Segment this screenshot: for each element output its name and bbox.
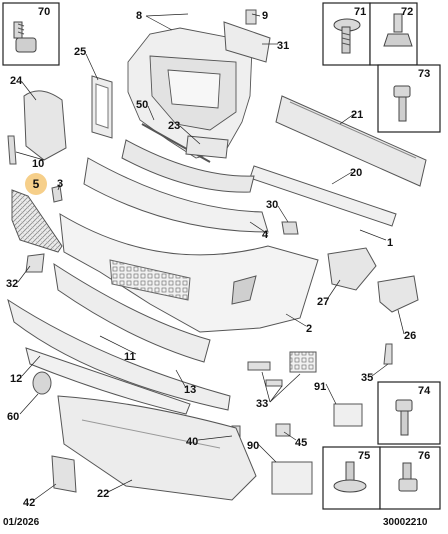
callout-33[interactable]: 33: [256, 398, 269, 410]
part-31-seal: [223, 21, 271, 63]
part-13-spoiler: [25, 347, 191, 415]
part-23-plate: [185, 135, 229, 159]
callout-60[interactable]: 60: [7, 411, 20, 423]
fastener-box-label-71: 71: [354, 6, 367, 18]
part-8-frame: [127, 27, 253, 159]
callout-32[interactable]: 32: [6, 278, 19, 290]
callout-8[interactable]: 8: [136, 10, 143, 22]
callout-26[interactable]: 26: [404, 330, 417, 342]
bolt-icon: [13, 21, 37, 53]
fastener-box-label-74: 74: [418, 385, 431, 397]
callout-20[interactable]: 20: [350, 167, 363, 179]
part-60-cap: [32, 371, 52, 395]
callout-27[interactable]: 27: [317, 296, 330, 308]
callout-35[interactable]: 35: [361, 372, 374, 384]
part-5-lower-grille: [11, 189, 63, 253]
part-21-beam: [275, 95, 427, 187]
screw-icon: [333, 18, 361, 54]
screw-icon: [333, 461, 367, 493]
callout-2[interactable]: 2: [306, 323, 313, 335]
bolt-icon: [383, 13, 413, 47]
callout-50[interactable]: 50: [136, 99, 149, 111]
callout-3[interactable]: 3: [57, 178, 64, 190]
fastener-box-72: [369, 2, 418, 66]
callout-22[interactable]: 22: [97, 488, 110, 500]
callout-24[interactable]: 24: [10, 75, 23, 87]
part-25-bracket: [91, 75, 113, 139]
part-20-absorber: [249, 165, 397, 227]
part-45-clip: [275, 423, 291, 437]
part-4-upper-beam: [83, 139, 269, 233]
fastener-box-76: [379, 446, 441, 510]
callout-11[interactable]: 11: [124, 351, 136, 363]
callout-30[interactable]: 30: [266, 199, 279, 211]
part-33-clips: [247, 351, 317, 387]
bolt-icon: [395, 399, 413, 436]
bolt-icon: [398, 462, 418, 492]
callout-21[interactable]: 21: [351, 109, 364, 121]
footer-date: 01/2026: [3, 517, 40, 528]
part-91-kit: [333, 403, 363, 427]
callout-91[interactable]: 91: [314, 381, 327, 393]
callout-1[interactable]: 1: [387, 237, 394, 249]
part-35-clip: [383, 343, 393, 365]
fastener-box-74: [377, 381, 441, 445]
bolt-icon: [393, 85, 411, 122]
fastener-box-75: [322, 446, 381, 510]
part-30-bracket: [281, 221, 299, 235]
part-42-panel: [51, 455, 77, 493]
footer-ref: 30002210: [383, 517, 428, 528]
fastener-box-label-73: 73: [418, 68, 431, 80]
part-11-grille-frame: [53, 262, 211, 363]
fastener-box-label-76: 76: [418, 450, 431, 462]
part-10-strip: [7, 135, 17, 165]
leader-lines: [15, 13, 405, 501]
callout-25[interactable]: 25: [74, 46, 87, 58]
callout-45[interactable]: 45: [295, 437, 308, 449]
callout-23[interactable]: 23: [168, 120, 181, 132]
fastener-box-label-70: 70: [38, 6, 51, 18]
callout-31[interactable]: 31: [277, 40, 290, 52]
fastener-box-73: [377, 64, 441, 133]
part-1-bumper-cover: [59, 213, 319, 333]
callout-42[interactable]: 42: [23, 497, 36, 509]
callout-9[interactable]: 9: [262, 10, 269, 22]
part-3-bracket: [51, 185, 63, 203]
fastener-box-label-72: 72: [401, 6, 414, 18]
part-22-undertray: [57, 395, 257, 501]
fastener-box-70: [2, 2, 60, 66]
callout-40[interactable]: 40: [186, 436, 199, 448]
part-90-kit: [271, 461, 313, 495]
part-26-bracket: [377, 275, 419, 313]
callout-12[interactable]: 12: [10, 373, 23, 385]
part-12-lower-trim: [7, 298, 231, 411]
callout-4[interactable]: 4: [262, 229, 269, 241]
part-32-clip: [25, 253, 45, 273]
highlighted-callout-5[interactable]: 5: [25, 173, 47, 195]
callout-90[interactable]: 90: [247, 440, 260, 452]
callout-10[interactable]: 10: [32, 158, 45, 170]
part-27-cover: [327, 247, 377, 291]
fastener-box-label-75: 75: [358, 450, 371, 462]
part-9-clip: [245, 9, 257, 25]
part-24-wheel-liner: [23, 90, 67, 161]
callout-13[interactable]: 13: [184, 384, 197, 396]
